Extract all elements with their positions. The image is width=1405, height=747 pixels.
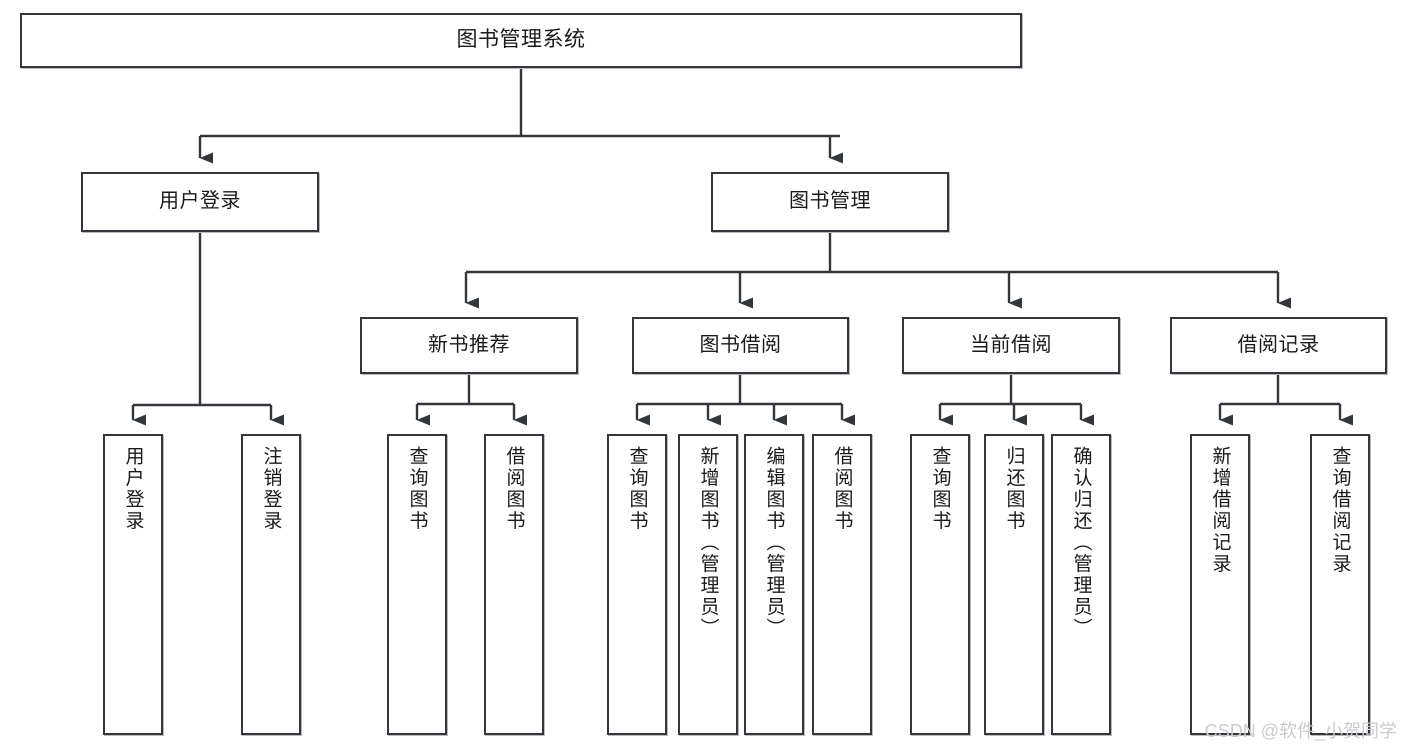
leaf-add-borrow-record[interactable]: 新增借阅记录	[1190, 434, 1250, 735]
leaf-query-borrow-record[interactable]: 查询借阅记录	[1310, 434, 1370, 735]
leaf-query-book-borrow[interactable]: 查询图书	[607, 434, 667, 735]
node-new-book-recommend[interactable]: 新书推荐	[360, 317, 578, 374]
leaf-borrow-book-label: 借阅图书	[831, 446, 853, 532]
node-root[interactable]: 图书管理系统	[20, 13, 1022, 68]
leaf-query-borrow-record-label: 查询借阅记录	[1329, 446, 1351, 575]
leaf-logout[interactable]: 注销登录	[241, 434, 301, 735]
node-root-label: 图书管理系统	[456, 28, 586, 52]
leaf-borrow-book-recommend[interactable]: 借阅图书	[484, 434, 544, 735]
leaf-borrow-book[interactable]: 借阅图书	[812, 434, 872, 735]
node-book-borrow-label: 图书借阅	[699, 333, 782, 356]
leaf-confirm-return-admin-label: 确认归还（管理员）	[1070, 446, 1092, 640]
leaf-borrow-book-recommend-label: 借阅图书	[503, 446, 525, 532]
leaf-confirm-return-admin[interactable]: 确认归还（管理员）	[1051, 434, 1111, 735]
leaf-query-book-recommend-label: 查询图书	[406, 446, 428, 532]
node-new-book-recommend-label: 新书推荐	[428, 333, 510, 356]
node-user-login[interactable]: 用户登录	[81, 172, 319, 232]
csdn-watermark: CSDN @软件_小贺同学	[1204, 721, 1397, 741]
leaf-edit-book-admin[interactable]: 编辑图书（管理员）	[744, 434, 804, 735]
leaf-query-book-current[interactable]: 查询图书	[910, 434, 970, 735]
leaf-query-book-current-label: 查询图书	[929, 446, 951, 532]
node-book-management[interactable]: 图书管理	[711, 172, 949, 232]
node-user-login-label: 用户登录	[159, 190, 241, 213]
node-current-borrow[interactable]: 当前借阅	[902, 317, 1120, 374]
leaf-query-book-borrow-label: 查询图书	[626, 446, 648, 532]
leaf-query-book-recommend[interactable]: 查询图书	[387, 434, 447, 735]
leaf-user-login[interactable]: 用户登录	[103, 434, 163, 735]
leaf-add-borrow-record-label: 新增借阅记录	[1209, 446, 1231, 575]
leaf-return-book[interactable]: 归还图书	[984, 434, 1044, 735]
leaf-return-book-label: 归还图书	[1003, 446, 1025, 532]
node-book-management-label: 图书管理	[789, 190, 871, 213]
node-borrow-record-label: 借阅记录	[1237, 333, 1320, 356]
node-borrow-record[interactable]: 借阅记录	[1170, 317, 1387, 374]
leaf-add-book-admin-label: 新增图书（管理员）	[697, 446, 719, 640]
leaf-add-book-admin[interactable]: 新增图书（管理员）	[678, 434, 738, 735]
leaf-user-login-label: 用户登录	[122, 446, 144, 532]
node-current-borrow-label: 当前借阅	[970, 333, 1052, 356]
leaf-edit-book-admin-label: 编辑图书（管理员）	[763, 446, 785, 640]
leaf-logout-label: 注销登录	[260, 446, 282, 532]
node-book-borrow[interactable]: 图书借阅	[632, 317, 849, 374]
